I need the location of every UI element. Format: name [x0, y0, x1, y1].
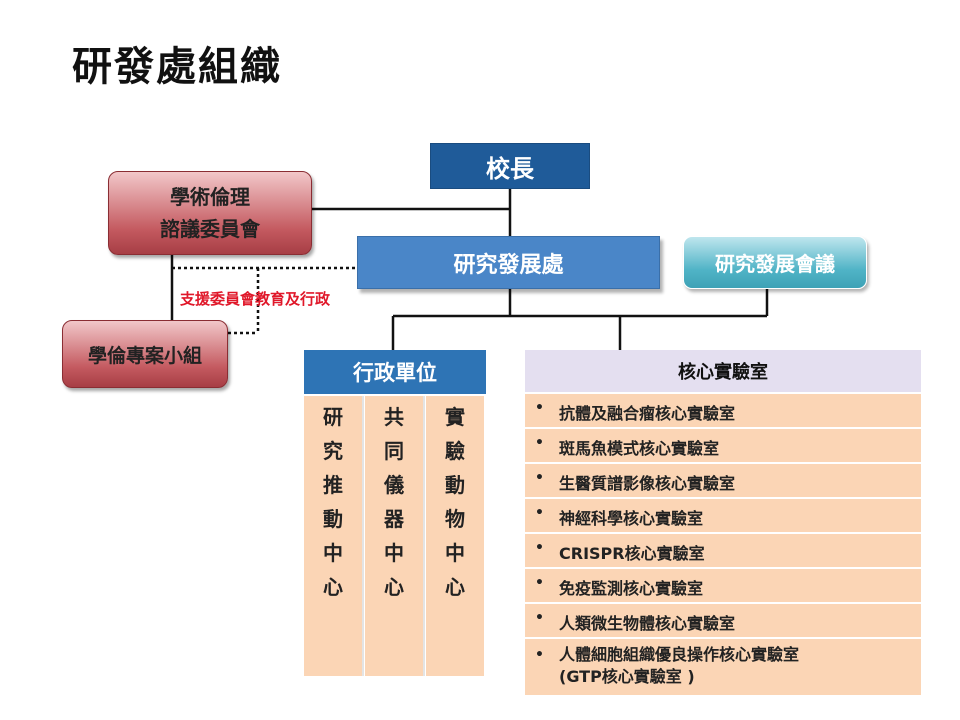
admin-char: 物 [445, 507, 465, 531]
ethics-committee-line-1: 學術倫理 [170, 185, 250, 209]
bullet-icon: • [535, 610, 544, 626]
core-lab-label: 生醫質譜影像核心實驗室 [559, 474, 736, 493]
admin-units-header: 行政單位 [304, 350, 486, 394]
core-labs-list: • 抗體及融合瘤核心實驗室 • 斑馬魚模式核心實驗室 • 生醫質譜影像核心實驗室… [525, 394, 921, 697]
bullet-icon: • [535, 505, 544, 521]
bullet-icon: • [535, 540, 544, 556]
president-node: 校長 [430, 143, 590, 189]
admin-char: 驗 [445, 439, 465, 463]
admin-char: 究 [323, 439, 343, 463]
admin-char: 動 [445, 473, 465, 497]
support-label: 支援委員會教育及行政 [180, 290, 331, 308]
list-item: • CRISPR核心實驗室 [525, 534, 921, 567]
list-item: • 人類微生物體核心實驗室 [525, 604, 921, 637]
admin-char: 中 [323, 541, 343, 565]
admin-unit-animal-center: 實 驗 動 物 中 心 [426, 396, 484, 676]
bullet-icon: • [535, 575, 544, 591]
core-lab-label: 人類微生物體核心實驗室 [559, 614, 736, 633]
admin-char: 中 [384, 541, 404, 565]
ethics-committee-node: 學術倫理 諮議委員會 [108, 171, 312, 255]
list-item: • 斑馬魚模式核心實驗室 [525, 429, 921, 462]
list-item: • 人體細胞組織優良操作核心實驗室 (GTP核心實驗室 ) [525, 639, 921, 695]
core-lab-label: 人體細胞組織優良操作核心實驗室 (GTP核心實驗室 ) [559, 645, 800, 686]
admin-char: 儀 [384, 473, 404, 497]
admin-char: 心 [445, 575, 465, 599]
admin-char: 推 [323, 473, 343, 497]
admin-char: 心 [323, 575, 343, 599]
admin-char: 心 [384, 575, 404, 599]
admin-char: 實 [445, 405, 465, 429]
ethics-team-node: 學倫專案小組 [62, 320, 228, 388]
rd-office-node: 研究發展處 [357, 236, 660, 289]
admin-char: 中 [445, 541, 465, 565]
admin-char: 共 [384, 405, 404, 429]
list-item: • 神經科學核心實驗室 [525, 499, 921, 532]
core-lab-label: 抗體及融合瘤核心實驗室 [559, 404, 736, 423]
admin-char: 動 [323, 507, 343, 531]
ethics-committee-line-2: 諮議委員會 [160, 217, 260, 241]
bullet-icon: • [535, 435, 544, 451]
rd-council-node: 研究發展會議 [683, 236, 867, 289]
list-item: • 生醫質譜影像核心實驗室 [525, 464, 921, 497]
core-lab-label: 免疫監測核心實驗室 [559, 579, 704, 598]
admin-unit-research-promotion: 研 究 推 動 中 心 [304, 396, 362, 676]
bullet-icon: • [535, 470, 544, 486]
core-lab-label: 神經科學核心實驗室 [559, 509, 704, 528]
admin-char: 器 [384, 507, 404, 531]
bullet-icon: • [535, 400, 544, 416]
core-labs-header: 核心實驗室 [525, 350, 921, 392]
core-lab-label: CRISPR核心實驗室 [559, 544, 705, 563]
admin-char: 同 [384, 439, 404, 463]
admin-char: 研 [323, 405, 343, 429]
list-item: • 抗體及融合瘤核心實驗室 [525, 394, 921, 427]
page-title: 研發處組織 [72, 44, 282, 90]
admin-unit-instrument-center: 共 同 儀 器 中 心 [365, 396, 423, 676]
list-item: • 免疫監測核心實驗室 [525, 569, 921, 602]
core-lab-label: 斑馬魚模式核心實驗室 [559, 439, 720, 458]
bullet-icon: • [535, 647, 544, 663]
